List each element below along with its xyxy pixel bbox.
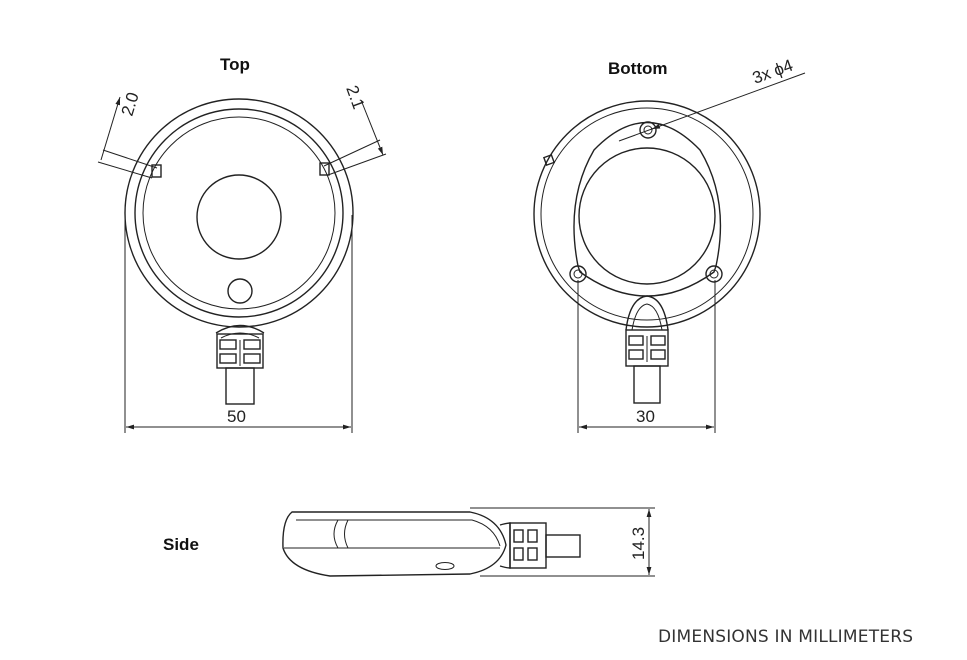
bottom-hole-right <box>705 265 723 283</box>
top-lens-rim <box>142 116 336 310</box>
top-view: Top 2.0 2.1 50 <box>97 55 387 433</box>
side-body <box>282 511 507 577</box>
hole-callout-text: 3x ϕ4 <box>750 56 796 88</box>
units-note: DIMENSIONS IN MILLIMETERS <box>658 627 914 647</box>
bottom-base-plate <box>573 121 722 297</box>
left-notch-dim-text: 2.0 <box>118 90 143 118</box>
side-height-dim-text: 14.3 <box>629 527 648 560</box>
bottom-center-window <box>578 147 716 285</box>
hole-callout-leader <box>651 123 661 130</box>
bottom-outer-ring <box>533 100 761 328</box>
side-cable <box>545 534 581 558</box>
bottom-cable <box>633 365 661 404</box>
hole-spacing-dim-text: 30 <box>636 407 655 426</box>
bottom-hole-top <box>639 121 657 139</box>
side-view-label: Side <box>163 535 199 554</box>
top-cable <box>225 367 255 405</box>
side-view: Side 14.3 <box>163 507 655 577</box>
left-notch-dim-line <box>100 96 121 161</box>
top-left-notch <box>151 164 162 178</box>
bottom-view-label: Bottom <box>608 59 667 78</box>
side-indicator <box>435 562 455 570</box>
top-center-window <box>196 174 282 260</box>
top-inner-ring <box>134 108 344 318</box>
top-right-notch <box>319 162 330 176</box>
bottom-notch <box>542 153 556 167</box>
bottom-inner-ring <box>540 107 754 321</box>
top-outer-ring <box>124 98 354 328</box>
bottom-strain-relief <box>625 295 669 331</box>
top-view-label: Top <box>220 55 250 74</box>
top-sensor-hole <box>227 278 253 304</box>
top-width-dim-text: 50 <box>227 407 246 426</box>
bottom-view: Bottom 3x ϕ4 30 <box>533 56 806 433</box>
right-notch-dim-line <box>360 99 384 156</box>
